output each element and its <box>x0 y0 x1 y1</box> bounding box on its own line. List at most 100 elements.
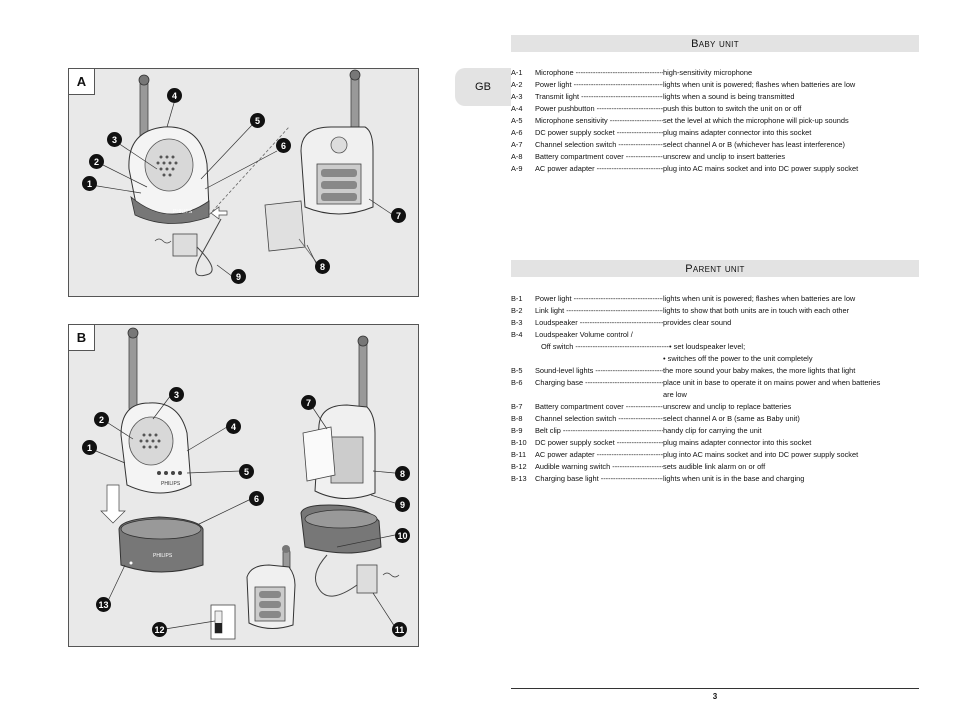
parent-part-code: B-1 <box>511 294 523 303</box>
baby-part-name: Power light ----------------------------… <box>535 80 663 89</box>
callout-a-8: 8 <box>315 259 330 274</box>
parent-part-row: B-1 Power light -------------------------… <box>511 293 919 305</box>
callout-a-9: 9 <box>231 269 246 284</box>
baby-part-code: A-2 <box>511 80 523 89</box>
baby-part-code: A-3 <box>511 92 523 101</box>
parent-part-code: B-11 <box>511 450 527 459</box>
parent-part-name: AC power adapter -----------------------… <box>535 450 663 459</box>
parent-part-code: B-12 <box>511 462 527 471</box>
baby-part-name: Battery compartment cover --------------… <box>535 152 663 161</box>
parent-part-name: Charging base light --------------------… <box>535 474 663 483</box>
baby-part-code: A-6 <box>511 128 523 137</box>
baby-part-row: A-3 Transmit light ----------------------… <box>511 91 919 103</box>
parent-unit-parts-list: B-1 Power light -------------------------… <box>511 293 919 485</box>
parent-part-desc: • set loudspeaker level; <box>669 342 746 351</box>
figure-b-label: B <box>69 325 95 351</box>
baby-part-desc: lights when a sound is being transmitted <box>663 92 795 101</box>
parent-unit-illustration: PHILIPS PHILIPS <box>90 327 400 640</box>
baby-part-name: Microphone -----------------------------… <box>535 68 663 77</box>
parent-part-code: B-9 <box>511 426 523 435</box>
parent-part-row: B-11 AC power adapter -------------------… <box>511 449 919 461</box>
parent-part-code: B-3 <box>511 318 523 327</box>
parent-part-row: B-10 DC power supply socket -------------… <box>511 437 919 449</box>
baby-part-code: A-4 <box>511 104 523 113</box>
callout-a-6: 6 <box>276 138 291 153</box>
callout-b-6: 6 <box>249 491 264 506</box>
baby-part-desc: unscrew and unclip to insert batteries <box>663 152 786 161</box>
baby-part-desc: high-sensitivity microphone <box>663 68 753 77</box>
callout-b-4: 4 <box>226 419 241 434</box>
parent-unit-heading: Parent unit <box>511 260 919 277</box>
parent-part-name: Audible warning switch -----------------… <box>535 462 663 471</box>
baby-part-code: A-5 <box>511 116 523 125</box>
baby-part-row: A-7 Channel selection switch ------------… <box>511 139 919 151</box>
parent-part-desc: unscrew and unclip to replace batteries <box>663 402 792 411</box>
brand-logo-a: PHILIPS <box>173 209 193 215</box>
baby-part-desc: plug into AC mains socket and into DC po… <box>663 164 859 173</box>
callout-a-7: 7 <box>391 208 406 223</box>
parent-part-code <box>511 341 535 353</box>
parent-part-code: B-13 <box>511 474 527 483</box>
parent-part-code <box>511 389 535 401</box>
parent-part-name: Channel selection switch ---------------… <box>535 414 663 423</box>
figure-a-label: A <box>69 69 95 95</box>
baby-part-name: Microphone sensitivity -----------------… <box>535 116 663 125</box>
baby-part-desc: set the level at which the microphone wi… <box>663 116 849 125</box>
callout-b-12: 12 <box>152 622 167 637</box>
parent-part-code: B-8 <box>511 414 523 423</box>
baby-part-name: Transmit light -------------------------… <box>535 92 663 101</box>
baby-part-row: A-8 Battery compartment cover -----------… <box>511 151 919 163</box>
parent-part-desc <box>663 329 919 341</box>
parent-part-desc: the more sound your baby makes, the more… <box>663 366 856 375</box>
baby-unit-title: Baby unit <box>691 37 739 50</box>
parent-part-code: B-10 <box>511 438 527 447</box>
baby-part-code: A-7 <box>511 140 523 149</box>
figure-b-parent-unit: PHILIPS PHILIPS <box>68 324 419 647</box>
parent-part-row: are low <box>511 389 919 401</box>
baby-part-name: Channel selection switch ---------------… <box>535 140 663 149</box>
parent-part-code: B-2 <box>511 306 523 315</box>
baby-unit-illustration: PHILIPS <box>90 69 394 278</box>
baby-part-desc: push this button to switch the unit on o… <box>663 104 802 113</box>
baby-part-row: A-1 Microphone --------------------------… <box>511 67 919 79</box>
callout-b-11: 11 <box>392 622 407 637</box>
baby-part-desc: select channel A or B (whichever has lea… <box>663 140 845 149</box>
baby-part-name: AC power adapter -----------------------… <box>535 164 663 173</box>
callout-b-13: 13 <box>96 597 111 612</box>
parent-part-desc: select channel A or B (same as Baby unit… <box>663 414 800 423</box>
baby-part-code: A-8 <box>511 152 523 161</box>
footer-rule <box>511 688 919 689</box>
parent-part-row: B-13 Charging base light ----------------… <box>511 473 919 485</box>
parent-part-row: B-8 Channel selection switch ------------… <box>511 413 919 425</box>
parent-part-row: B-2 Link light --------------------------… <box>511 305 919 317</box>
callout-b-5: 5 <box>239 464 254 479</box>
parent-part-desc: are low <box>663 390 687 399</box>
baby-unit-parts-list: A-1 Microphone --------------------------… <box>511 67 919 175</box>
parent-part-name <box>535 353 663 365</box>
callout-b-8: 8 <box>395 466 410 481</box>
parent-part-row: B-12 Audible warning switch -------------… <box>511 461 919 473</box>
parent-part-name: Loudspeaker ----------------------------… <box>535 318 663 327</box>
parent-part-code: B-6 <box>511 378 523 387</box>
callout-b-2: 2 <box>94 412 109 427</box>
parent-part-name: Off switch -----------------------------… <box>541 342 669 351</box>
callout-a-5: 5 <box>250 113 265 128</box>
parent-part-row: • switches off the power to the unit com… <box>511 353 919 365</box>
parent-part-desc: lights when unit is in the base and char… <box>663 474 805 483</box>
parent-part-desc: plug mains adapter connector into this s… <box>663 438 812 447</box>
parent-part-name: Sound-level lights ---------------------… <box>535 366 663 375</box>
baby-part-code: A-1 <box>511 68 523 77</box>
parent-part-name: Power light ----------------------------… <box>535 294 663 303</box>
baby-part-desc: lights when unit is powered; flashes whe… <box>663 80 856 89</box>
parent-part-name: Link light -----------------------------… <box>535 306 663 315</box>
parent-part-desc: provides clear sound <box>663 318 732 327</box>
parent-part-row: Off switch -----------------------------… <box>511 341 919 353</box>
callout-b-7: 7 <box>301 395 316 410</box>
parent-part-name: DC power supply socket -----------------… <box>535 438 663 447</box>
parent-part-code: B-7 <box>511 402 523 411</box>
page-number: 3 <box>712 692 718 701</box>
